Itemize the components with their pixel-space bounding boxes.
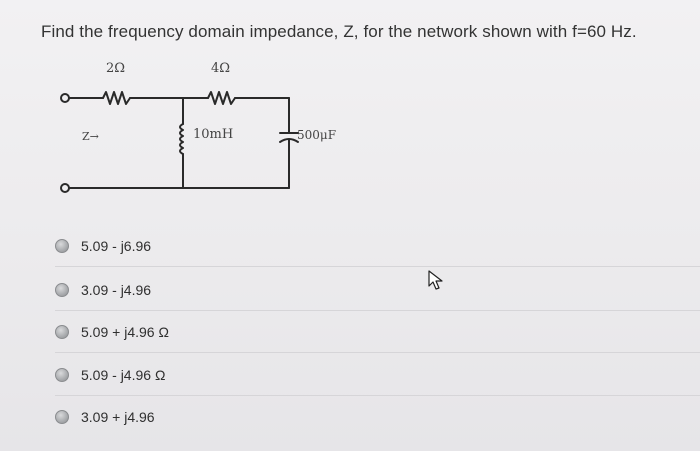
bottom-terminal-icon: [60, 183, 70, 193]
radio-unselected-icon[interactable]: [55, 239, 69, 253]
resistor-4ohm-icon: [207, 91, 236, 105]
radio-unselected-icon[interactable]: [55, 410, 69, 424]
option-divider: [55, 310, 700, 311]
mouse-pointer-icon: [428, 270, 443, 290]
option-divider: [55, 395, 700, 396]
resistor-2ohm-icon: [102, 91, 131, 105]
resistor-2ohm-label: 2Ω: [106, 61, 125, 76]
option-label: 5.09 + j4.96 Ω: [81, 324, 169, 340]
answer-option-4[interactable]: 5.09 - j4.96 Ω: [55, 355, 700, 396]
answer-option-2[interactable]: 3.09 - j4.96: [55, 270, 700, 311]
option-label: 3.09 - j4.96: [81, 282, 152, 298]
inductor-label: 10mH: [193, 127, 233, 142]
inductor-icon: [179, 123, 184, 155]
radio-unselected-icon[interactable]: [55, 283, 69, 297]
resistor-4ohm-label: 4Ω: [211, 61, 230, 76]
capacitor-label: 500μF: [297, 128, 336, 142]
impedance-arrow-label: Z→: [82, 130, 99, 143]
answer-option-3[interactable]: 5.09 + j4.96 Ω: [55, 312, 700, 353]
option-label: 5.09 - j4.96 Ω: [81, 367, 166, 383]
question-text: Find the frequency domain impedance, Z, …: [41, 22, 637, 41]
option-label: 3.09 + j4.96: [81, 409, 155, 425]
option-label: 5.09 - j6.96: [81, 238, 152, 254]
radio-unselected-icon[interactable]: [55, 325, 69, 339]
option-divider: [55, 266, 700, 267]
answer-option-1[interactable]: 5.09 - j6.96: [55, 226, 700, 267]
option-divider: [55, 352, 700, 353]
answer-option-5[interactable]: 3.09 + j4.96: [55, 397, 700, 437]
radio-unselected-icon[interactable]: [55, 368, 69, 382]
